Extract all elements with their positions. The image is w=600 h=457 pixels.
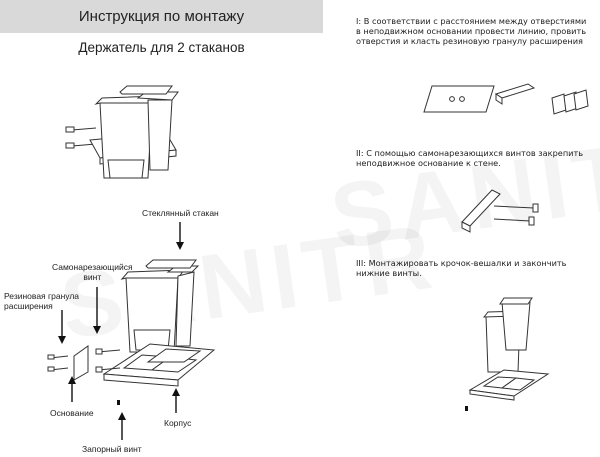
callout-arrows bbox=[58, 222, 184, 440]
label-plug-line1: Резиновая гранула bbox=[4, 291, 80, 301]
step1-image bbox=[423, 83, 589, 115]
product-subtitle: Держатель для 2 стаканов bbox=[78, 40, 245, 55]
label-base: Основание bbox=[50, 408, 94, 418]
page-title: Инструкция по монтажу bbox=[78, 8, 245, 25]
label-plug-line2: расширения bbox=[4, 301, 53, 311]
label-rubber-plug: Резиновая гранула расширения bbox=[4, 291, 79, 311]
step2-image bbox=[461, 189, 539, 233]
label-screw-line1: Самонарезающийся bbox=[52, 262, 133, 272]
assembled-holder-image bbox=[65, 85, 179, 179]
step-2-text: II: С помощью самонарезающихся винтов за… bbox=[356, 148, 584, 168]
label-body: Корпус bbox=[164, 418, 192, 428]
label-lock-screw: Запорный винт bbox=[82, 444, 142, 454]
step3-image bbox=[465, 297, 550, 411]
label-screw-line2: винт bbox=[83, 272, 102, 282]
header-bar: Инструкция по монтажу bbox=[0, 0, 323, 33]
step-1-text: I: В соответствии с расстоянием между от… bbox=[356, 16, 587, 46]
label-glass: Стеклянный стакан bbox=[142, 208, 219, 218]
step-3-text: III: Монтажировать крочок-вешалки и зако… bbox=[356, 258, 567, 278]
exploded-holder-image bbox=[47, 259, 216, 405]
label-self-tapping-screw: Самонарезающийся винт bbox=[52, 262, 133, 282]
